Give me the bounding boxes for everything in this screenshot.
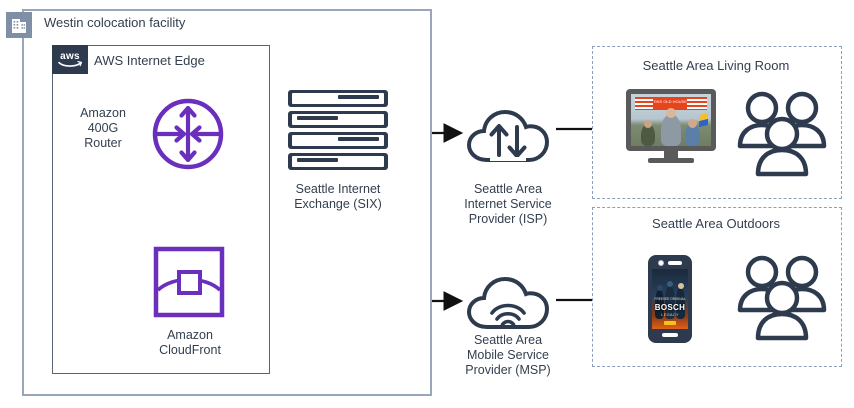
phone-home-bar — [662, 333, 678, 337]
six-label: Seattle Internet Exchange (SIX) — [294, 182, 382, 211]
tv-base — [648, 158, 694, 163]
tv-figure-right-head — [688, 119, 697, 128]
cloudfront-label: Amazon CloudFront — [159, 328, 221, 357]
tv-screen: THIS OLD HOUSE — [631, 94, 711, 146]
rack-unit — [288, 153, 388, 170]
poster-title: BOSCH — [654, 303, 686, 312]
rack-unit — [288, 132, 388, 149]
msp-label: Seattle Area Mobile Service Provider (MS… — [465, 333, 551, 377]
server-rack-icon — [288, 90, 388, 170]
aws-smile-icon — [58, 60, 82, 67]
router-label: Amazon 400G Router — [80, 106, 126, 150]
aws-internet-edge-title: AWS Internet Edge — [94, 53, 205, 68]
tv-figure-center-head — [666, 108, 676, 118]
outdoors-title: Seattle Area Outdoors — [652, 216, 780, 231]
cloudfront-glyph — [153, 246, 225, 318]
office-building-glyph — [12, 19, 26, 33]
phone-camera-icon — [658, 260, 664, 266]
cloud-updown-arrows-icon — [466, 105, 550, 167]
phone-speaker — [668, 261, 682, 265]
people-group-glyph — [737, 255, 827, 341]
poster-figure-right-head — [677, 283, 684, 289]
aws-logo-icon: aws — [52, 45, 88, 74]
aws-internet-edge-container — [52, 45, 270, 374]
poster-badge — [664, 321, 676, 325]
poster-figure-left-head — [656, 285, 663, 291]
tv-figure-right — [685, 124, 700, 146]
tv-banner-block — [653, 97, 687, 110]
cloud-wifi-icon — [466, 272, 550, 334]
router-glyph — [152, 98, 224, 170]
poster-figure-center — [665, 285, 675, 319]
tv-figure-left — [641, 124, 655, 146]
television-icon: THIS OLD HOUSE — [626, 89, 716, 165]
poster-figure-left — [655, 289, 664, 319]
phone-body: FREEVEE ORIGINAL BOSCH LEGACY — [648, 255, 692, 343]
tv-frame: THIS OLD HOUSE — [626, 89, 716, 151]
tv-screen-caption: THIS OLD HOUSE — [653, 99, 687, 104]
people-group-icon — [736, 250, 828, 341]
tv-figure-left-head — [644, 120, 652, 128]
router-icon — [150, 96, 226, 172]
office-building-icon — [6, 12, 32, 38]
rack-unit — [288, 90, 388, 107]
cloudfront-icon — [153, 246, 225, 318]
tv-stand — [664, 151, 678, 159]
msp-cloud-glyph — [466, 276, 550, 329]
tv-figure-center — [661, 114, 681, 146]
people-group-icon — [736, 86, 828, 177]
poster-figure-center-head — [667, 281, 673, 287]
westin-title: Westin colocation facility — [44, 15, 186, 30]
poster-subtitle: LEGACY — [661, 312, 679, 317]
poster-figure-right — [676, 287, 685, 319]
living-room-title: Seattle Area Living Room — [642, 58, 790, 73]
isp-cloud-glyph — [466, 109, 550, 162]
poster-tagline: FREEVEE ORIGINAL — [654, 297, 686, 301]
smartphone-icon: FREEVEE ORIGINAL BOSCH LEGACY — [648, 255, 692, 343]
phone-screen: FREEVEE ORIGINAL BOSCH LEGACY — [652, 269, 688, 329]
people-group-glyph — [737, 91, 827, 177]
isp-label: Seattle Area Internet Service Provider (… — [464, 182, 552, 226]
aws-badge-text: aws — [60, 50, 80, 62]
rack-unit — [288, 111, 388, 128]
